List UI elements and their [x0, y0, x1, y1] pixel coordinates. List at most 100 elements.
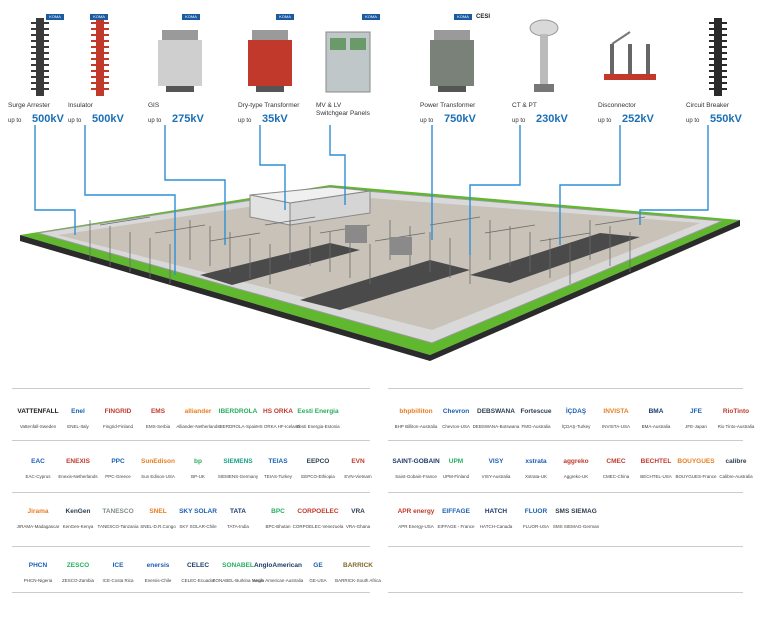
logo-mark: VRA — [351, 507, 365, 515]
logo-caption: Fingrid-Finland — [102, 424, 133, 429]
logo-caption: CORPOELEC-Venezuela — [292, 524, 344, 529]
logo-row-divider — [388, 440, 743, 441]
busbar — [594, 216, 646, 226]
logo-caption: INVISTA-USA — [602, 424, 630, 429]
product-mv-lv-switchgear-panels: MV & LV Switchgear Panels — [316, 14, 386, 124]
logo-mark: SKY SOLAR — [179, 507, 217, 515]
logo-caption: BOUYGUES-France — [675, 474, 717, 479]
logo-caption: BECHTEL-USA — [640, 474, 672, 479]
product-voltage: 750kV — [444, 113, 476, 125]
logo-row-divider — [388, 592, 743, 593]
product-name: Surge Arrester — [8, 102, 50, 109]
product-image — [602, 14, 658, 100]
logo-mark: ENEXIS — [66, 457, 90, 465]
logo-mark: calibre — [725, 457, 747, 465]
road-c — [470, 233, 640, 283]
koma-badge: KOMA — [46, 14, 64, 20]
road-a — [200, 243, 360, 285]
koma-badge: KOMA — [454, 14, 472, 20]
koma-badge: KOMA — [276, 14, 294, 20]
product-upto: up to — [512, 118, 526, 124]
product-voltage: 275kV — [172, 113, 204, 125]
logo-caption: GE-USA — [309, 578, 327, 583]
hazard-edge — [20, 235, 430, 361]
logo-mark: SIEMENS — [223, 457, 253, 465]
client-logo: CELEC CELEC-Ecuador — [166, 556, 230, 588]
logo-mark: KenGen — [65, 507, 91, 515]
logo-mark: BECHTEL — [640, 457, 672, 465]
logo-caption: İÇDAŞ-Turkey — [561, 424, 591, 429]
logo-mark: TEIAS — [268, 457, 288, 465]
logo-caption: IBERDROLA-Spain — [218, 424, 258, 429]
logo-mark: SAINT-GOBAIN — [392, 457, 440, 465]
logo-mark: xstrata — [525, 457, 547, 465]
logo-mark: GE — [313, 561, 323, 569]
logo-mark: INVISTA — [603, 407, 629, 415]
power-transformer-2 — [390, 237, 412, 255]
logo-caption: VRA-Ghana — [345, 524, 371, 529]
logo-caption: Eesti Energia-Estonia — [296, 424, 340, 429]
logo-caption: Vattenfall-Sweden — [19, 424, 57, 429]
logo-row-divider — [388, 546, 743, 547]
logo-caption: Sun Edison-USA — [141, 474, 175, 479]
logo-mark: IBERDROLA — [218, 407, 258, 415]
logo-mark: SunEdison — [141, 457, 175, 465]
product-name: GIS — [148, 102, 160, 109]
substation-illustration — [20, 125, 740, 361]
cesi-badge: CESI — [476, 14, 491, 20]
client-logo: SIEMENS SIEMENS-Germany — [206, 452, 270, 484]
product-name: Power Transformer — [420, 102, 476, 109]
logo-caption: EEPCO-Ethiopia — [301, 474, 335, 479]
product-name: Dry-type Transformer — [238, 102, 300, 109]
logo-caption: Enexis-Netherlands — [58, 474, 98, 479]
logo-mark: enersis — [146, 561, 170, 569]
product-name: MV & LV Switchgear Panels — [316, 102, 370, 117]
logo-caption: SIEMENS-Germany — [217, 474, 259, 479]
logo-caption: CELEC-Ecuador — [181, 578, 215, 583]
logo-caption: SKY SOLAR-Chile — [179, 524, 217, 529]
logo-caption: KenGen-Kenya — [62, 524, 94, 529]
logo-caption: FMG-Australia — [521, 424, 551, 429]
logo-mark: ZESCO — [66, 561, 90, 569]
product-upto: up to — [598, 118, 612, 124]
product-voltage: 500kV — [32, 113, 64, 125]
product-upto: up to — [420, 118, 434, 124]
product-image — [516, 14, 572, 100]
product-name: Disconnector — [598, 102, 636, 109]
client-logo: VRA VRA-Ghana — [326, 502, 390, 534]
logo-mark: SMS SIEMAG — [555, 507, 597, 515]
logo-mark: CELEC — [186, 561, 210, 569]
logo-mark: TATA — [230, 507, 246, 515]
logo-caption: Saint-Gobain-France — [395, 474, 437, 479]
product-image — [12, 14, 68, 100]
logo-mark: Fortescue — [520, 407, 552, 415]
logo-mark: BMA — [648, 407, 664, 415]
logo-caption: BMA-Australia — [641, 424, 671, 429]
logo-mark: EEPCO — [306, 457, 330, 465]
logo-caption: SNEL-D.R.Congo — [140, 524, 176, 529]
logo-mark: TANESCO — [102, 507, 134, 515]
logo-caption: DEBSWANA-Botswana — [472, 424, 520, 429]
logo-mark: BARRICK — [343, 561, 373, 569]
